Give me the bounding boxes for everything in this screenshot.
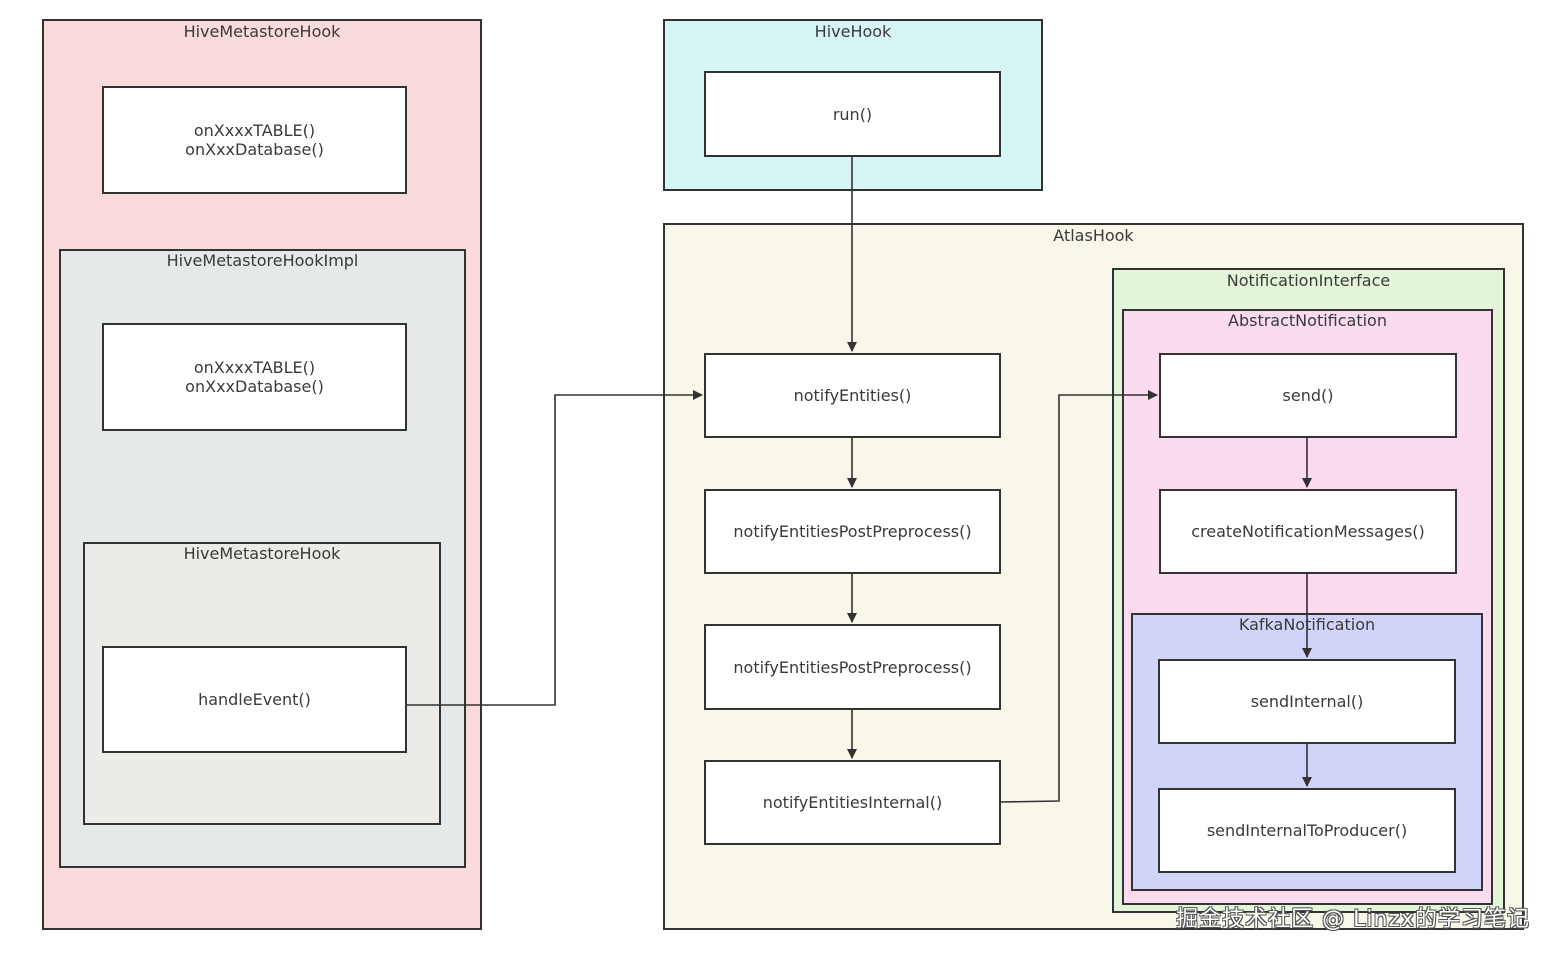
notify-entities-internal-node: notifyEntitiesInternal() xyxy=(704,760,1001,845)
handle-event-label: handleEvent() xyxy=(198,690,311,709)
hive-metastore-hook-title: HiveMetastoreHook xyxy=(183,22,341,41)
notify-entities-internal-label: notifyEntitiesInternal() xyxy=(762,793,943,812)
outer-methods-node: onXxxxTABLE() onXxxDatabase() xyxy=(102,86,407,194)
send-internal-to-producer-label: sendInternalToProducer() xyxy=(1206,821,1408,840)
hive-metastore-hook-inner-title: HiveMetastoreHook xyxy=(183,544,341,563)
create-notification-messages-label: createNotificationMessages() xyxy=(1191,522,1425,541)
notify-entities-label: notifyEntities() xyxy=(793,386,912,405)
notify-entities-post-preprocess-node-1: notifyEntitiesPostPreprocess() xyxy=(704,489,1001,574)
hive-hook-title: HiveHook xyxy=(814,22,892,41)
impl-methods-node: onXxxxTABLE() onXxxDatabase() xyxy=(102,323,407,431)
send-node: send() xyxy=(1159,353,1457,438)
create-notification-messages-node: createNotificationMessages() xyxy=(1159,489,1457,574)
notify-entities-post-preprocess-node-2: notifyEntitiesPostPreprocess() xyxy=(704,624,1001,710)
notify-entities-post-preprocess-label-2: notifyEntitiesPostPreprocess() xyxy=(733,657,972,677)
handle-event-node: handleEvent() xyxy=(102,646,407,753)
notify-entities-node: notifyEntities() xyxy=(704,353,1001,438)
run-node: run() xyxy=(704,71,1001,157)
send-internal-label: sendInternal() xyxy=(1250,692,1364,711)
send-label: send() xyxy=(1282,386,1334,405)
atlas-hook-title: AtlasHook xyxy=(1053,226,1134,245)
hive-metastore-hook-impl-title: HiveMetastoreHookImpl xyxy=(166,251,359,270)
send-internal-to-producer-node: sendInternalToProducer() xyxy=(1158,788,1456,873)
notification-interface-title: NotificationInterface xyxy=(1226,271,1391,290)
watermark-text: 掘金技术社区 @ Linzx的学习笔记 xyxy=(1176,907,1530,932)
outer-method-table-label: onXxxxTABLE() xyxy=(193,121,316,140)
impl-method-database-label: onXxxDatabase() xyxy=(185,377,324,396)
outer-method-database-label: onXxxDatabase() xyxy=(185,140,324,159)
notify-entities-post-preprocess-label-1: notifyEntitiesPostPreprocess() xyxy=(733,522,972,541)
send-internal-node: sendInternal() xyxy=(1158,659,1456,744)
kafka-notification-title: KafkaNotification xyxy=(1238,615,1376,634)
impl-method-table-label: onXxxxTABLE() xyxy=(193,358,316,377)
abstract-notification-title: AbstractNotification xyxy=(1228,311,1387,330)
run-label: run() xyxy=(832,104,873,124)
